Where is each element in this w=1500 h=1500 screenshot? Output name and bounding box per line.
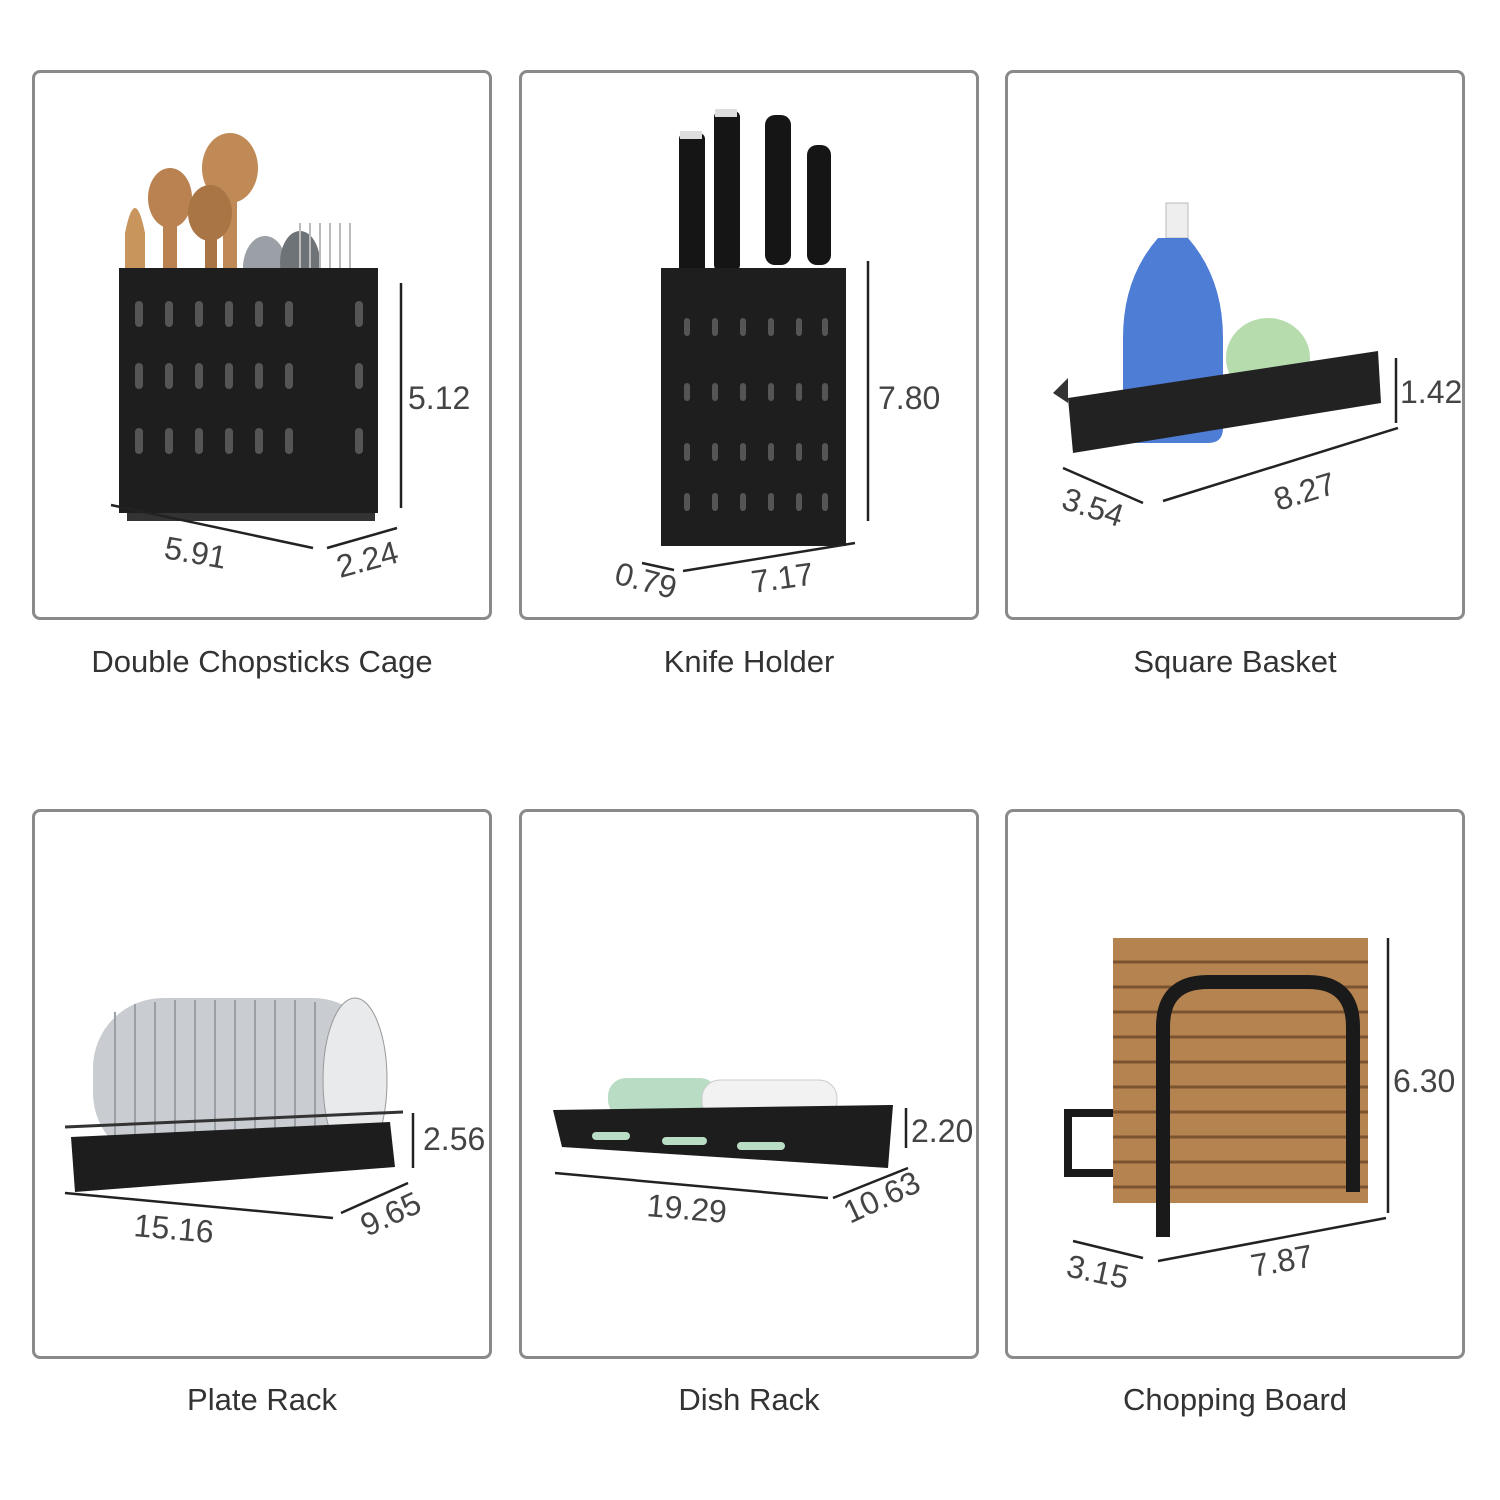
depth-dimension-line	[326, 526, 398, 550]
product-name: Plate Rack	[187, 1382, 337, 1417]
product-name: Double Chopsticks Cage	[91, 644, 433, 679]
height-label: 5.12	[408, 380, 470, 416]
bottle-cap	[1165, 202, 1189, 239]
height-label: 7.80	[878, 380, 940, 416]
width-dimension-line	[1162, 426, 1399, 503]
width-dimension-line	[1157, 1216, 1387, 1263]
chopsticks-cage-illustration: 5.12 5.91 2.24	[110, 133, 470, 585]
hook	[1064, 1109, 1113, 1177]
knife-block	[661, 268, 846, 546]
width-dimension-line	[64, 1191, 334, 1220]
depth-dimension-line	[1062, 466, 1144, 505]
depth-label: 0.79	[611, 555, 680, 606]
product-card-knife-holder: 7.80 7.17 0.79	[519, 70, 979, 620]
depth-label: 3.54	[1058, 480, 1128, 533]
height-label: 1.42	[1400, 374, 1462, 410]
product-name: Chopping Board	[1122, 1382, 1348, 1417]
product-name: Square Basket	[1133, 644, 1337, 679]
depth-dimension-line	[641, 561, 675, 572]
depth-dimension-line	[1072, 1239, 1144, 1260]
depth-label: 9.65	[355, 1184, 427, 1243]
width-label: 5.91	[162, 529, 230, 575]
rack-base	[553, 1105, 893, 1168]
knives	[679, 109, 831, 273]
width-dimension-line	[682, 541, 856, 573]
depth-label: 3.15	[1064, 1248, 1132, 1296]
width-label: 7.87	[1248, 1238, 1316, 1284]
product-card-square-basket: 1.42 3.54 8.27	[1005, 70, 1465, 620]
knife-holder-illustration: 7.80 7.17 0.79	[611, 109, 940, 606]
plate-rack-illustration: 2.56 15.16 9.65	[64, 997, 485, 1250]
product-card-dish-rack: 2.20 19.29 10.63	[519, 809, 979, 1359]
width-dimension-line	[110, 503, 314, 550]
cage-body	[119, 268, 378, 513]
height-label: 2.56	[423, 1121, 485, 1157]
product-card-chopsticks-cage: 5.12 5.91 2.24	[32, 70, 492, 620]
depth-dimension-line	[340, 1181, 409, 1215]
product-name: Dish Rack	[678, 1382, 820, 1417]
board-frame	[1156, 975, 1360, 1237]
chopping-board-illustration: 6.30 3.15 7.87	[1064, 938, 1455, 1296]
square-basket-illustration: 1.42 3.54 8.27	[1053, 202, 1462, 534]
width-label: 15.16	[132, 1207, 215, 1250]
product-card-chopping-board: 6.30 3.15 7.87	[1005, 809, 1465, 1359]
depth-label: 2.24	[332, 534, 401, 585]
width-label: 8.27	[1270, 465, 1340, 518]
product-name: Knife Holder	[663, 644, 835, 679]
height-label: 6.30	[1393, 1063, 1455, 1099]
rack-base	[71, 1122, 395, 1192]
width-dimension-line	[554, 1171, 829, 1200]
depth-label: 10.63	[838, 1164, 926, 1230]
depth-dimension-line	[832, 1166, 909, 1200]
width-label: 19.29	[645, 1187, 728, 1230]
width-label: 7.17	[749, 556, 816, 600]
height-label: 2.20	[911, 1113, 973, 1149]
dish-rack-illustration: 2.20 19.29 10.63	[553, 1078, 973, 1230]
product-card-plate-rack: 2.56 15.16 9.65	[32, 809, 492, 1359]
basket-tray	[1068, 351, 1381, 453]
